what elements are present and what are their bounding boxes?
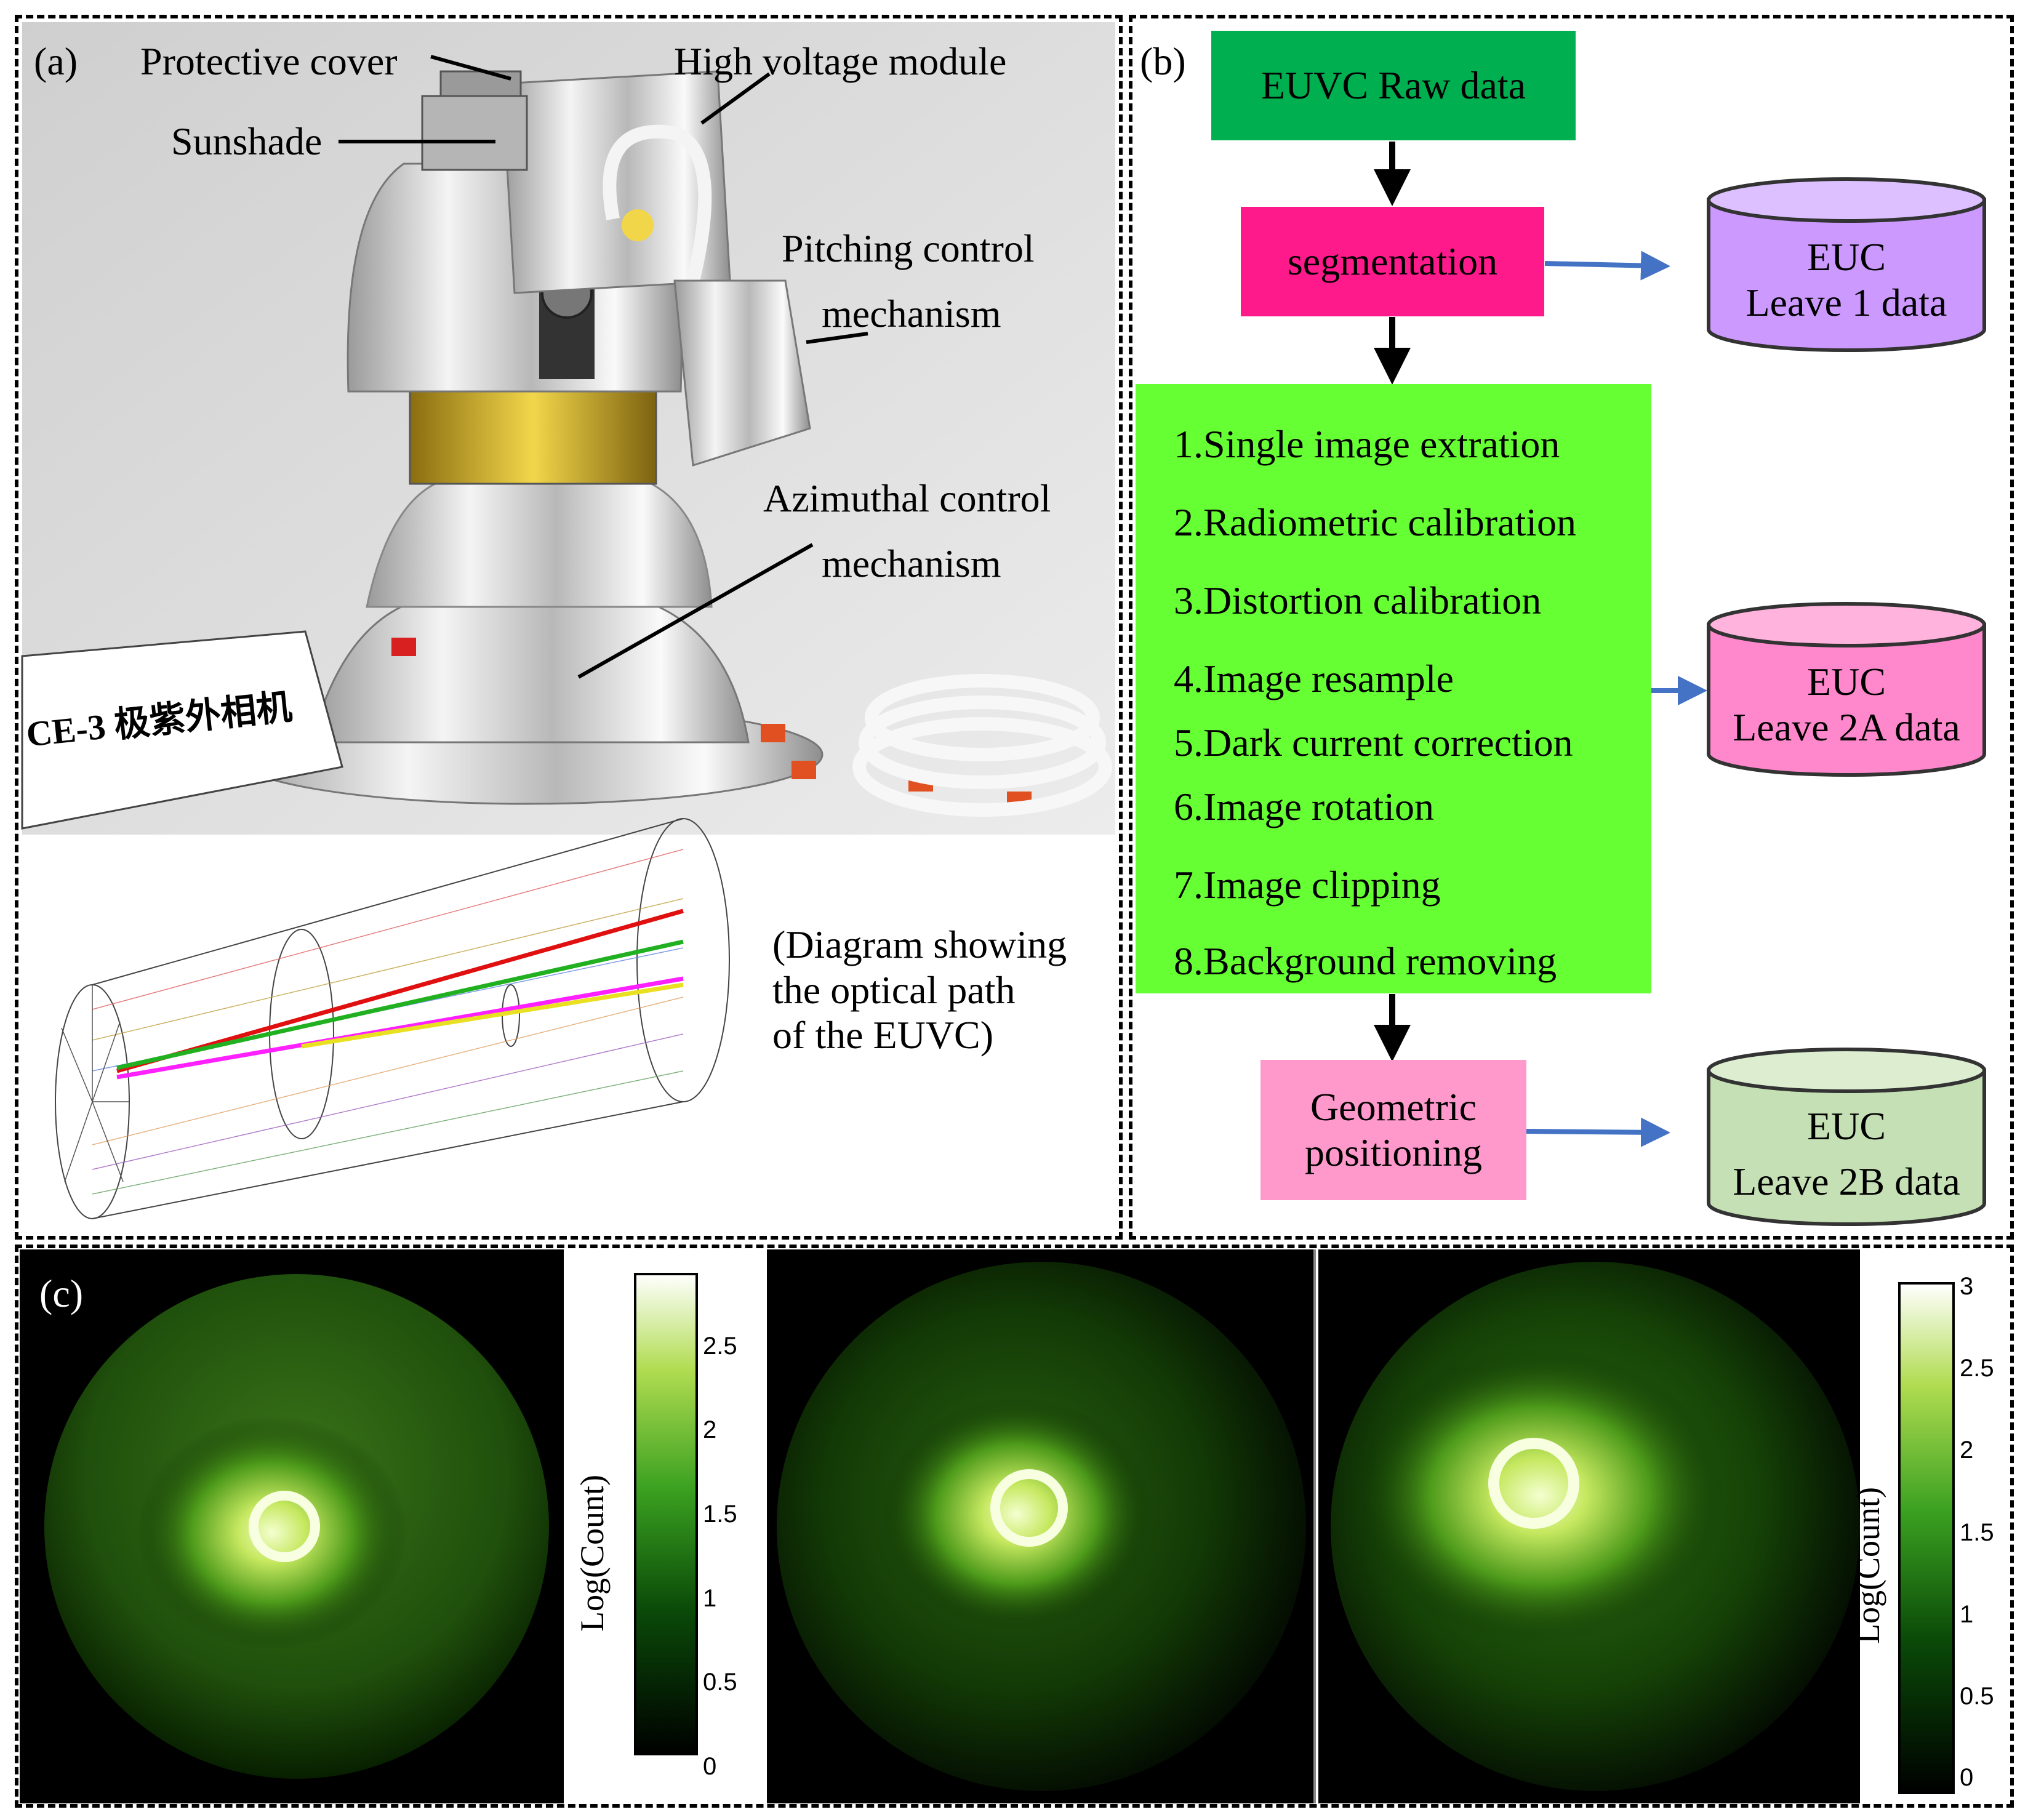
cbar2-tick: 1 — [1960, 1601, 1974, 1628]
cbar2-tick: 2 — [1960, 1437, 1974, 1464]
panel-b-tag: (b) — [1140, 39, 1186, 83]
step-1: 1.Single image extration — [1174, 422, 1560, 466]
step-6: 6.Image rotation — [1174, 785, 1434, 828]
processing-steps-box: 1.Single image extration 2.Radiometric c… — [1136, 384, 1651, 993]
cbar1-tick: 0.5 — [703, 1669, 737, 1696]
cbar1-title: Log(Count) — [574, 1475, 611, 1632]
cbar2-tick: 0.5 — [1960, 1683, 1994, 1710]
label-protective-cover: Protective cover — [140, 39, 398, 83]
panel-c — [15, 1245, 2014, 1808]
euvc-instrument-photo — [21, 22, 1115, 835]
cbar2-tick: 2.5 — [1960, 1355, 1994, 1382]
label-high-voltage: High voltage module — [674, 39, 1007, 83]
label-sunshade: Sunshade — [171, 119, 323, 163]
panel-b — [1129, 15, 2014, 1240]
segmentation-box: segmentation — [1241, 207, 1544, 316]
callout-lines — [339, 55, 868, 679]
cbar1-tick: 2.5 — [703, 1333, 737, 1360]
geometric-positioning-box: Geometric positioning — [1260, 1060, 1526, 1200]
flow-arrows — [1374, 142, 1707, 1147]
leave2a-cylinder — [1707, 602, 1986, 777]
panel-a — [15, 15, 1123, 1240]
label-azimuthal-1: Azimuthal control — [763, 476, 1051, 520]
euv-images — [20, 1249, 2009, 1803]
cbar1-tick: 2 — [703, 1416, 717, 1443]
optical-path-diagram — [55, 818, 730, 1219]
raw-data-box: EUVC Raw data — [1211, 31, 1576, 140]
cbar2-title: Log(Count) — [1850, 1487, 1886, 1644]
leave1-label: EUC Leave 1 data — [1745, 235, 1947, 324]
leave2b-label: EUC Leave 2B data — [1733, 1104, 1960, 1203]
step-7: 7.Image clipping — [1174, 863, 1441, 907]
label-azimuthal-2: mechanism — [822, 542, 1001, 585]
cbar1-tick: 0 — [703, 1753, 717, 1780]
optics-caption: (Diagram showing the optical path of the… — [772, 923, 1067, 1057]
leave2b-cylinder — [1707, 1048, 1986, 1226]
leave1-cylinder — [1707, 177, 1986, 352]
step-5: 5.Dark current correction — [1174, 721, 1573, 764]
cbar1-tick: 1.5 — [703, 1501, 737, 1528]
step-4: 4.Image resample — [1174, 657, 1454, 700]
label-pitching-2: mechanism — [822, 292, 1001, 335]
panel-a-tag: (a) — [34, 39, 78, 83]
step-2: 2.Radiometric calibration — [1174, 500, 1576, 544]
cbar2-tick: 1.5 — [1960, 1519, 1994, 1546]
cbar1-tick: 1 — [703, 1585, 717, 1612]
leave2a-label: EUC Leave 2A data — [1733, 660, 1960, 749]
step-8: 8.Background removing — [1174, 939, 1557, 983]
step-3: 3.Distortion calibration — [1174, 579, 1542, 622]
cbar2-tick: 3 — [1960, 1273, 1974, 1300]
cbar2-tick: 0 — [1960, 1764, 1974, 1791]
panel-c-tag: (c) — [39, 1272, 84, 1315]
label-pitching-1: Pitching control — [782, 226, 1035, 270]
